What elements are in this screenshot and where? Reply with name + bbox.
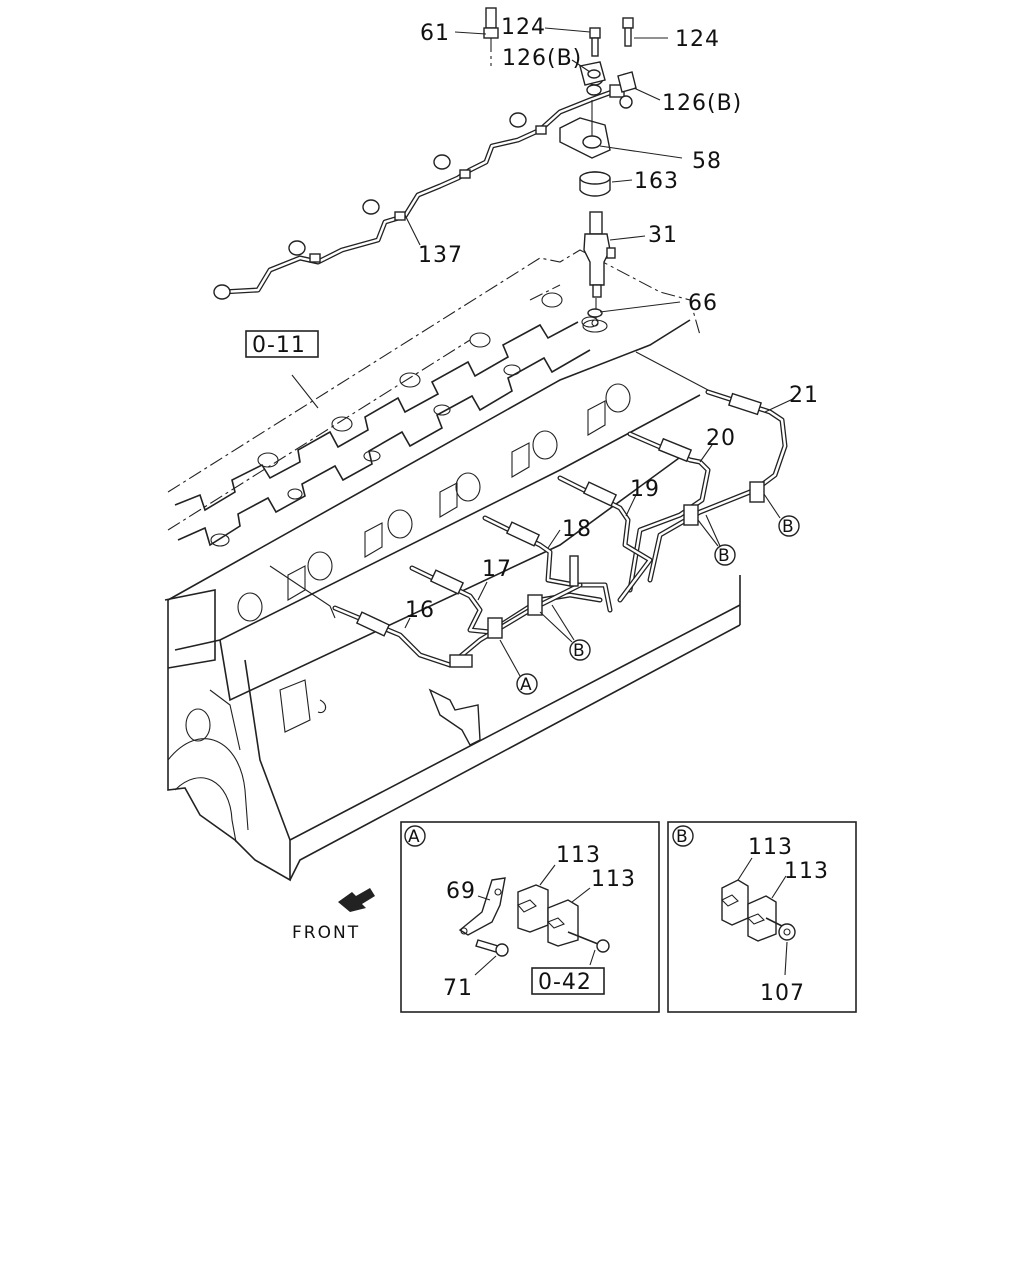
ref-0-11-label: 0-11 — [252, 333, 306, 358]
callout-20: 20 — [706, 426, 736, 451]
inset-a-callout-69: 69 — [446, 879, 476, 904]
callout-124: 124 — [501, 15, 546, 40]
svg-text:A: A — [520, 675, 534, 695]
callout-16: 16 — [405, 598, 435, 623]
callout-18: 18 — [562, 517, 592, 542]
inset-b-tag: B — [676, 827, 690, 847]
marker-b: B — [778, 515, 800, 537]
callout-163: 163 — [634, 169, 679, 194]
ref-0-42-label: 0-42 — [538, 970, 592, 995]
marker-b: B — [569, 639, 591, 661]
callout-labels: 61 124 124 126(B) 126(B) 58 163 31 137 6… — [405, 15, 819, 623]
callout-31: 31 — [648, 223, 678, 248]
svg-text:B: B — [718, 546, 732, 566]
inset-a-callout-113: 113 — [556, 843, 601, 868]
inset-b-callout-107: 107 — [760, 981, 805, 1006]
callout-17: 17 — [482, 557, 512, 582]
front-indicator: FRONT — [292, 888, 375, 943]
callout-66: 66 — [688, 291, 718, 316]
callout-137: 137 — [418, 243, 463, 268]
callout-126b: 126(B) — [662, 91, 742, 116]
front-arrow-icon — [338, 888, 375, 912]
callout-21: 21 — [789, 383, 819, 408]
inset-b-callout-113: 113 — [748, 835, 793, 860]
inset-a-tag: A — [408, 827, 422, 847]
callout-58: 58 — [692, 149, 722, 174]
inset-b-callout-113: 113 — [784, 859, 829, 884]
reference-0-11: 0-11 — [245, 330, 319, 358]
marker-a: A — [516, 673, 538, 695]
injection-pipes — [332, 351, 788, 668]
inset-a-callout-113: 113 — [591, 867, 636, 892]
callout-61: 61 — [420, 21, 450, 46]
injector-stack — [483, 7, 637, 333]
marker-b: B — [714, 544, 736, 566]
inset-a: A 69 113 113 71 0-42 — [400, 821, 660, 1013]
callout-126b: 126(B) — [502, 46, 582, 71]
svg-text:B: B — [782, 517, 796, 537]
svg-text:B: B — [573, 641, 587, 661]
leader-lines — [291, 27, 796, 677]
inset-b: B 113 113 107 — [667, 821, 857, 1013]
front-label: FRONT — [292, 923, 360, 943]
callout-19: 19 — [630, 477, 660, 502]
callout-124: 124 — [675, 27, 720, 52]
inset-a-callout-71: 71 — [443, 976, 473, 1001]
